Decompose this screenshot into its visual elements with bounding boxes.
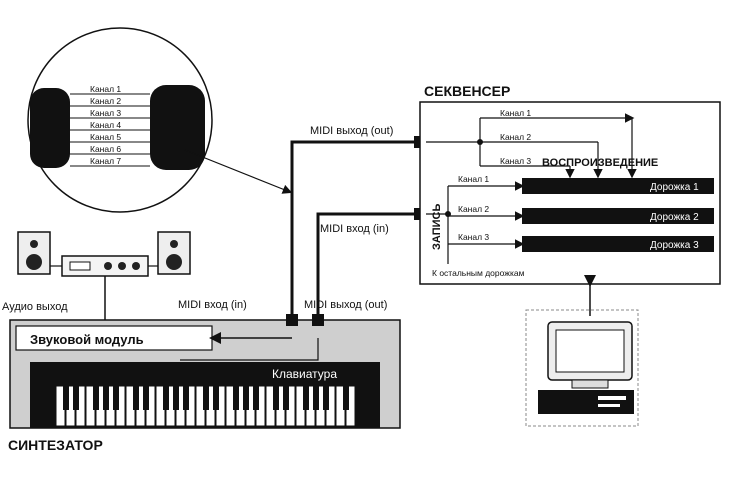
track-bar-1 xyxy=(522,178,714,194)
computer-icon xyxy=(538,321,634,414)
black-key xyxy=(243,386,249,410)
playback-routing xyxy=(426,113,637,179)
cable-wires xyxy=(70,93,150,167)
cable-channel-label: Канал 1 xyxy=(90,84,121,94)
cable-magnifier xyxy=(27,27,293,213)
black-key xyxy=(323,386,329,410)
midi-in-port-synth xyxy=(286,314,298,326)
track-label-2: Дорожка 2 xyxy=(650,212,699,223)
synth-title: СИНТЕЗАТОР xyxy=(8,437,103,453)
play-channel-2: Канал 2 xyxy=(500,132,531,142)
record-routing xyxy=(426,181,525,264)
black-key xyxy=(103,386,109,410)
cable-channel-label: Канал 4 xyxy=(90,120,121,130)
black-key xyxy=(213,386,219,410)
cable-channel-label: Канал 5 xyxy=(90,132,121,142)
black-key xyxy=(93,386,99,410)
black-key xyxy=(63,386,69,410)
computer-frame xyxy=(525,309,639,427)
speaker-left xyxy=(17,231,51,275)
black-key xyxy=(173,386,179,410)
keyboard-keys xyxy=(55,385,356,427)
black-key xyxy=(253,386,259,410)
black-key xyxy=(183,386,189,410)
black-key xyxy=(73,386,79,410)
midi-out-top-label: MIDI выход (out) xyxy=(310,125,393,137)
midi-cable-out xyxy=(316,212,420,320)
black-key xyxy=(303,386,309,410)
track-label-1: Дорожка 1 xyxy=(650,182,699,193)
black-key xyxy=(133,386,139,410)
black-key xyxy=(273,386,279,410)
keyboard-to-midi-out xyxy=(180,338,319,361)
black-key xyxy=(313,386,319,410)
black-key xyxy=(143,386,149,410)
rec-channel-3: Канал 3 xyxy=(458,232,489,242)
midi-out-synth-label: MIDI выход (out) xyxy=(304,299,387,311)
sequencer-title: СЕКВЕНСЕР xyxy=(424,83,510,99)
cable-channel-label: Канал 3 xyxy=(90,108,121,118)
play-channel-3: Канал 3 xyxy=(500,156,531,166)
black-key xyxy=(203,386,209,410)
sound-module-box xyxy=(15,325,213,351)
cable-channel-label: Канал 6 xyxy=(90,144,121,154)
track-bar-2 xyxy=(522,208,714,224)
cable-channel-labels: Канал 1 Канал 2 Канал 3 Канал 4 Канал 5 Канал… xyxy=(90,84,121,166)
black-key xyxy=(343,386,349,410)
track-bar-3 xyxy=(522,236,714,252)
midi-in-top-label: MIDI вход (in) xyxy=(320,223,389,235)
black-key xyxy=(283,386,289,410)
cable-end-left xyxy=(30,88,70,168)
playback-label: ВОСПРОИЗВЕДЕНИЕ xyxy=(542,157,658,169)
play-channel-1: Канал 1 xyxy=(500,108,531,118)
record-label: ЗАПИСЬ xyxy=(431,204,443,250)
rec-channel-2: Канал 2 xyxy=(458,204,489,214)
cable-channel-label: Канал 2 xyxy=(90,96,121,106)
sound-module-label: Звуковой модуль xyxy=(30,332,144,347)
black-key xyxy=(233,386,239,410)
keyboard-label: Клавиатура xyxy=(272,367,337,381)
audio-out-label: Аудио выход xyxy=(2,301,68,313)
magnifier-pointer-arrow xyxy=(184,149,293,194)
midi-out-port-synth xyxy=(312,314,324,326)
black-key xyxy=(163,386,169,410)
rec-channel-1: Канал 1 xyxy=(458,174,489,184)
track-label-3: Дорожка 3 xyxy=(650,240,699,251)
speaker-right xyxy=(157,231,191,275)
synthesizer xyxy=(9,319,401,429)
cable-channel-label: Канал 7 xyxy=(90,156,121,166)
amplifier xyxy=(61,255,149,277)
black-key xyxy=(113,386,119,410)
midi-cable-in xyxy=(290,140,420,320)
midi-in-synth-label: MIDI вход (in) xyxy=(178,299,247,311)
other-tracks-label: К остальным дорожкам xyxy=(432,268,525,278)
cable-end-right xyxy=(150,85,205,170)
